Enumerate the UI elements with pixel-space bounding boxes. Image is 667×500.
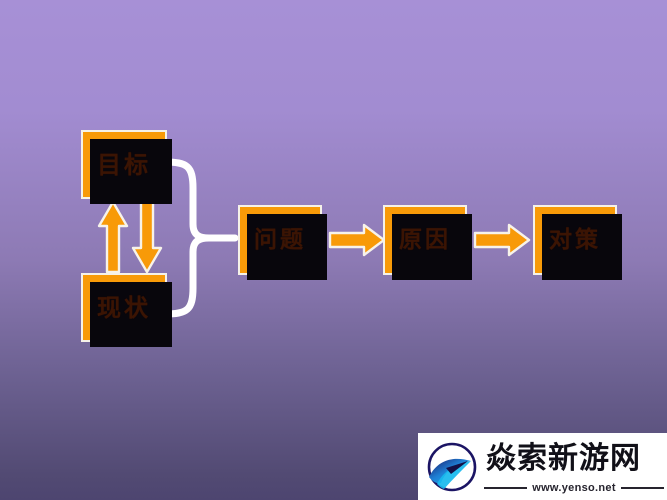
site-url-row: www.yenso.net <box>484 480 665 496</box>
problem-box-shadow <box>247 214 327 280</box>
goal-box-label: 目标 <box>97 150 151 179</box>
url-rule-left <box>484 487 528 489</box>
countermeasure-box-shadow <box>542 214 622 280</box>
site-url: www.yenso.net <box>532 482 616 494</box>
current-state-box[interactable]: 现状 <box>81 273 172 347</box>
arrow-up-icon <box>97 200 129 274</box>
goal-box-shadow <box>90 139 172 204</box>
site-name: 焱索新游网 <box>486 441 641 476</box>
arrow-down-icon <box>131 200 163 274</box>
arrow-right-problem-to-cause-icon <box>328 223 386 257</box>
countermeasure-box-label: 对策 <box>549 226 601 253</box>
watermark: 焱索新游网 www.yenso.net <box>418 433 667 500</box>
cause-box[interactable]: 原因 <box>383 205 472 280</box>
current-state-box-shadow <box>90 282 172 347</box>
current-state-box-label: 现状 <box>97 293 151 322</box>
arrow-right-cause-to-countermeasure-icon <box>473 223 531 257</box>
goal-box[interactable]: 目标 <box>81 130 172 204</box>
cause-box-shadow <box>392 214 472 280</box>
cause-box-label: 原因 <box>399 226 451 253</box>
problem-box[interactable]: 问题 <box>238 205 327 280</box>
problem-box-label: 问题 <box>254 226 306 253</box>
url-rule-right <box>620 487 665 489</box>
countermeasure-box[interactable]: 对策 <box>533 205 622 280</box>
site-logo-icon <box>427 442 477 492</box>
brace-connector <box>163 158 239 318</box>
